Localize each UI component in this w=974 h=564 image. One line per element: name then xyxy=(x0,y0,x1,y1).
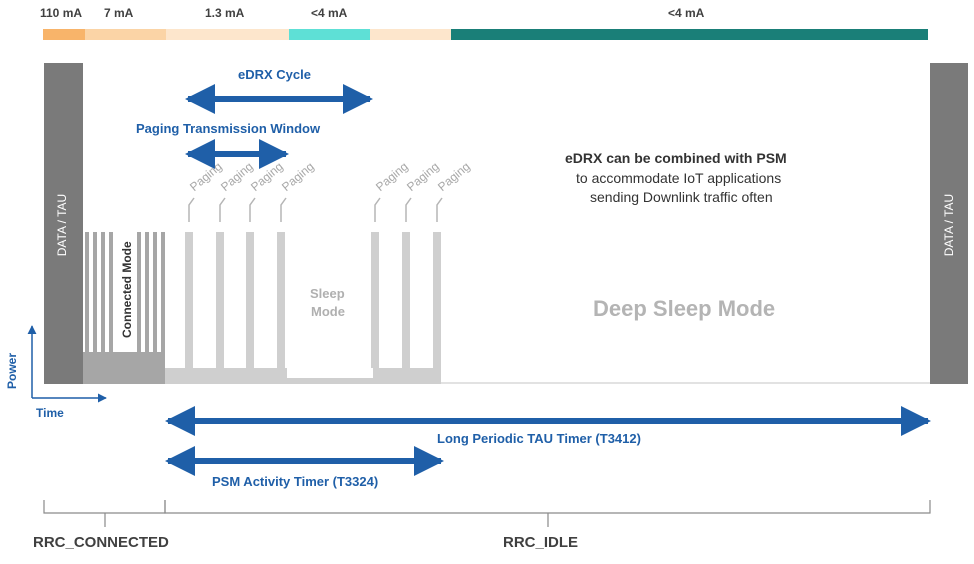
sleep-baseline xyxy=(287,378,373,384)
current-label-1-3ma: 1.3 mA xyxy=(205,6,245,20)
current-bar-paging xyxy=(166,29,289,40)
rrc-connected-label: RRC_CONNECTED xyxy=(33,534,169,551)
connected-mode-block xyxy=(83,352,165,384)
data-tau-label-right: DATA / TAU xyxy=(942,193,956,257)
paging-ticks xyxy=(188,197,443,222)
current-bar-connected xyxy=(85,29,166,40)
idle-baseline xyxy=(165,368,287,384)
deep-sleep-mode-label: Deep Sleep Mode xyxy=(593,296,776,321)
power-axis-label: Power xyxy=(5,352,20,390)
note-line-2: sending Downlink traffic often xyxy=(590,189,773,205)
current-bar-data xyxy=(43,29,85,40)
sleep-mode-label-line1: Sleep xyxy=(310,286,345,301)
deep-sleep-baseline xyxy=(441,382,930,384)
data-tau-block-left xyxy=(44,63,83,384)
data-tau-block-right xyxy=(930,63,968,384)
data-tau-label-left: DATA / TAU xyxy=(55,193,69,257)
connected-mode-spikes xyxy=(85,232,165,352)
note-line-1: to accommodate IoT applications xyxy=(576,170,782,186)
idle-baseline-2 xyxy=(373,368,441,384)
current-bar-deep-sleep xyxy=(451,29,928,40)
edrx-cycle-label: eDRX Cycle xyxy=(238,67,311,82)
connected-mode-label: Connected Mode xyxy=(120,241,134,338)
current-bar-paging-2 xyxy=(370,29,451,40)
rrc-idle-label: RRC_IDLE xyxy=(503,534,579,551)
current-bar-edrx-sleep xyxy=(289,29,370,40)
current-label-110ma: 110 mA xyxy=(40,6,83,20)
current-label-7ma: 7 mA xyxy=(104,6,134,20)
psm-timer-label: PSM Activity Timer (T3324) xyxy=(212,474,379,489)
current-label-lt4ma-edrx: <4 mA xyxy=(311,6,348,20)
paging-pulses xyxy=(185,232,441,368)
paging-window-label: Paging Transmission Window xyxy=(136,121,321,136)
sleep-mode-label-line2: Mode xyxy=(311,304,345,319)
current-label-lt4ma-psm: <4 mA xyxy=(668,6,705,20)
rrc-idle-brace xyxy=(164,500,931,527)
note-title: eDRX can be combined with PSM xyxy=(565,150,787,166)
time-axis-label: Time xyxy=(36,406,64,420)
rrc-connected-brace xyxy=(43,500,166,527)
tau-timer-label: Long Periodic TAU Timer (T3412) xyxy=(437,431,641,446)
